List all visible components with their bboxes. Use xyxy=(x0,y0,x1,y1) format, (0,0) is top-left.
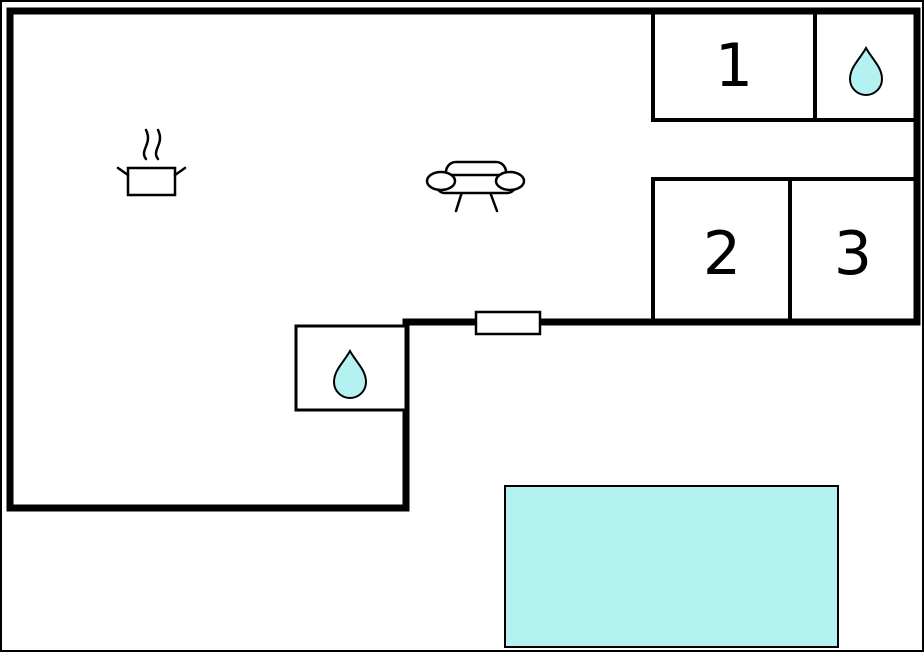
exterior-walls xyxy=(6,7,921,512)
room-2-label: 2 xyxy=(703,219,741,289)
steam-line-right xyxy=(154,128,162,161)
cooking-pot-icon xyxy=(116,128,187,197)
sofa-icon xyxy=(425,160,526,213)
pot-handle-left xyxy=(116,166,130,177)
water-drop-shape xyxy=(848,45,884,96)
sofa-arm-left xyxy=(425,170,457,192)
room-1-label: 1 xyxy=(715,31,753,101)
sofa-leg-left xyxy=(454,190,464,213)
pool xyxy=(504,485,839,648)
pot-handle-right xyxy=(173,166,187,177)
door-window-symbol xyxy=(474,310,542,336)
water-drop-icon-top-bathroom xyxy=(848,45,884,96)
sofa-leg-right xyxy=(488,190,499,213)
steam-line-left xyxy=(142,128,150,161)
pot-body xyxy=(126,166,177,197)
sofa-arm-right xyxy=(494,170,526,192)
water-drop-shape xyxy=(332,348,368,399)
room-3-label: 3 xyxy=(834,219,872,289)
water-drop-icon-middle-bathroom xyxy=(332,348,368,399)
interior-walls xyxy=(651,11,917,322)
